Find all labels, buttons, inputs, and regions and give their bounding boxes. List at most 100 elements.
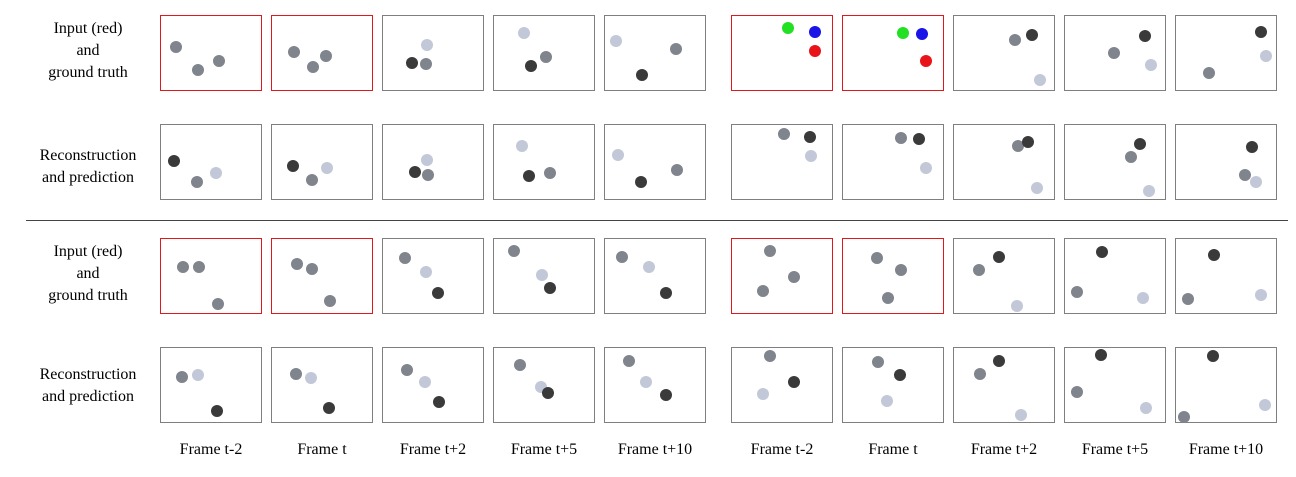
frame-canvas xyxy=(287,160,333,186)
ball-mid xyxy=(401,364,413,376)
ball-mid xyxy=(1178,411,1190,423)
ball-light xyxy=(421,39,433,51)
ball-dark xyxy=(635,176,647,188)
ball-light xyxy=(1260,50,1272,62)
ball-mid xyxy=(895,132,907,144)
frame-canvas xyxy=(177,261,224,310)
ball-mid xyxy=(778,128,790,140)
frame-label: Frame t+5 xyxy=(510,441,578,458)
prediction-frame-r2-g1-f1 xyxy=(160,124,262,200)
ball-dark xyxy=(1208,249,1220,261)
ball-mid xyxy=(306,263,318,275)
frame-canvas xyxy=(288,46,332,73)
frame-canvas xyxy=(895,132,932,174)
row-label-line: ground truth xyxy=(48,64,128,81)
frame-canvas xyxy=(514,359,554,399)
ground-truth-frame-r3-g1-f5 xyxy=(604,238,706,314)
ball-mid xyxy=(871,252,883,264)
ball-mid xyxy=(895,264,907,276)
ball-mid xyxy=(540,51,552,63)
frame-canvas xyxy=(974,355,1027,421)
ball-mid xyxy=(320,50,332,62)
ball-light xyxy=(757,388,769,400)
prediction-frame-r2-g1-f3 xyxy=(382,124,484,200)
ball-mid xyxy=(872,356,884,368)
input-frame-r1-g2-f2 xyxy=(842,15,944,91)
ball-light xyxy=(420,266,432,278)
ball-mid xyxy=(176,371,188,383)
input-frame-r1-g1-f1 xyxy=(160,15,262,91)
prediction-frame-r2-g2-f2 xyxy=(842,124,944,200)
ball-dark xyxy=(211,405,223,417)
frame-label: Frame t+10 xyxy=(1188,441,1264,458)
ground-truth-frame-r3-g2-f3 xyxy=(953,238,1055,314)
ball-dark xyxy=(409,166,421,178)
ball-dark xyxy=(1095,349,1107,361)
ball-light xyxy=(305,372,317,384)
prediction-frame-r4-g2-f4 xyxy=(1064,347,1166,423)
ball-light xyxy=(920,162,932,174)
prediction-frame-r2-g1-f5 xyxy=(604,124,706,200)
ball-dark xyxy=(432,287,444,299)
ball-mid xyxy=(974,368,986,380)
ball-dark xyxy=(894,369,906,381)
ball-mid xyxy=(177,261,189,273)
ground-truth-frame-r3-g2-f4 xyxy=(1064,238,1166,314)
prediction-frame-r2-g1-f2 xyxy=(271,124,373,200)
frame-canvas xyxy=(1071,349,1152,414)
input-frame-r3-g1-f1 xyxy=(160,238,262,314)
frame-label: Frame t-2 xyxy=(750,441,814,458)
ball-light xyxy=(1259,399,1271,411)
frame-canvas xyxy=(623,355,672,401)
input-frame-r3-g2-f2 xyxy=(842,238,944,314)
ball-mid xyxy=(212,298,224,310)
frame-label: Frame t+2 xyxy=(970,441,1038,458)
ball-mid xyxy=(1125,151,1137,163)
ball-dark xyxy=(636,69,648,81)
ball-dark xyxy=(168,155,180,167)
ball-dark xyxy=(406,57,418,69)
ball-dark xyxy=(993,355,1005,367)
prediction-frame-r2-g1-f4 xyxy=(493,124,595,200)
prediction-frame-r2-g2-f5 xyxy=(1175,124,1277,200)
frame-canvas xyxy=(401,364,445,408)
frame-label: Frame t+10 xyxy=(617,441,693,458)
input-frame-r3-g1-f2 xyxy=(271,238,373,314)
ball-red xyxy=(920,55,932,67)
ball-dark xyxy=(1026,29,1038,41)
ball-dark xyxy=(913,133,925,145)
ball-mid xyxy=(671,164,683,176)
ball-light xyxy=(421,154,433,166)
frame-canvas xyxy=(1012,136,1043,194)
frame-canvas xyxy=(168,155,222,188)
row-label-line: and prediction xyxy=(42,388,134,405)
ball-mid xyxy=(324,295,336,307)
ball-dark xyxy=(523,170,535,182)
ground-truth-frame-r1-g1-f4 xyxy=(493,15,595,91)
frame-canvas xyxy=(610,35,682,81)
ball-mid xyxy=(399,252,411,264)
ball-mid xyxy=(544,167,556,179)
ball-dark xyxy=(804,131,816,143)
ball-mid xyxy=(1009,34,1021,46)
frame-canvas xyxy=(518,27,552,72)
frame-canvas xyxy=(1108,30,1157,71)
prediction-frame-r4-g2-f2 xyxy=(842,347,944,423)
ground-truth-frame-r3-g1-f4 xyxy=(493,238,595,314)
frame-label: Frame t+5 xyxy=(1081,441,1149,458)
ball-mid xyxy=(514,359,526,371)
ball-mid xyxy=(1071,286,1083,298)
frame-canvas xyxy=(291,258,336,307)
ball-light xyxy=(536,269,548,281)
ball-mid xyxy=(623,355,635,367)
ball-mid xyxy=(670,43,682,55)
ball-mid xyxy=(193,261,205,273)
ball-dark xyxy=(1096,246,1108,258)
ball-dark xyxy=(287,160,299,172)
ball-mid xyxy=(616,251,628,263)
ground-truth-frame-r1-g1-f5 xyxy=(604,15,706,91)
ball-light xyxy=(192,369,204,381)
ball-light xyxy=(1015,409,1027,421)
